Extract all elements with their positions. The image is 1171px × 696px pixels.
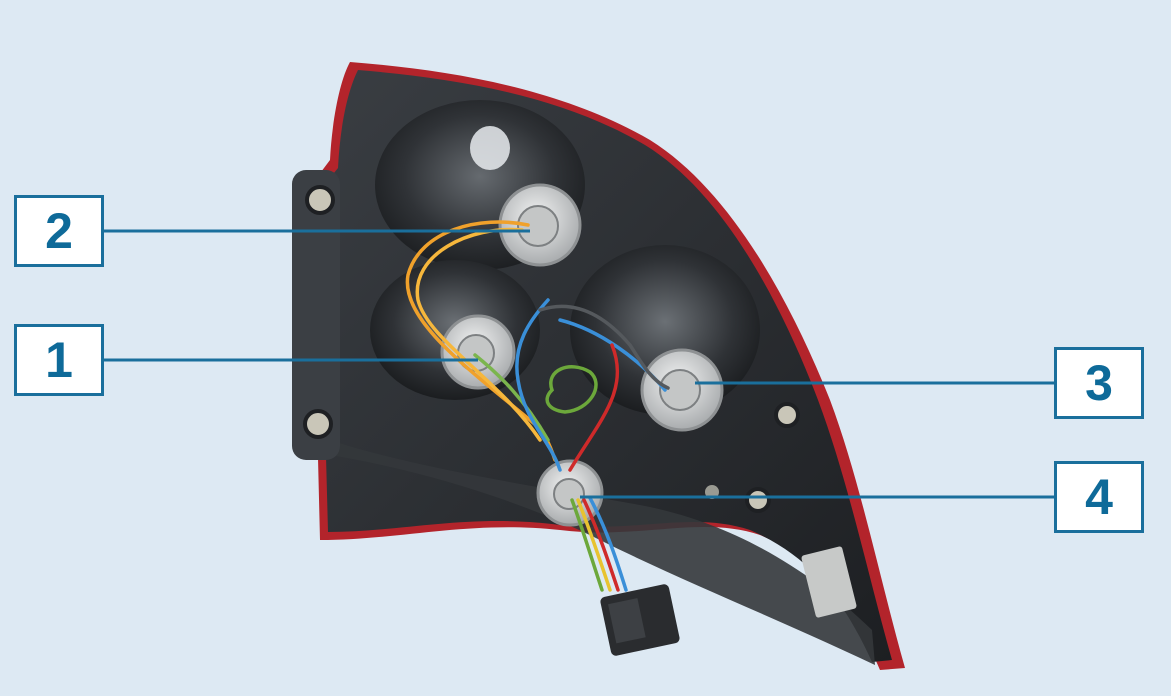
bulb-socket-2 bbox=[498, 183, 582, 267]
callout-4: 4 bbox=[1054, 461, 1144, 533]
callout-3-label: 3 bbox=[1085, 355, 1113, 411]
callout-2-label: 2 bbox=[45, 203, 73, 259]
callout-4-label: 4 bbox=[1085, 469, 1113, 525]
wiring-harness bbox=[405, 220, 670, 592]
callout-3: 3 bbox=[1054, 347, 1144, 419]
callout-1: 1 bbox=[14, 324, 104, 396]
bulb-socket-3 bbox=[640, 348, 724, 432]
leader-lines bbox=[104, 229, 1054, 499]
callout-1-label: 1 bbox=[45, 332, 73, 388]
callout-2: 2 bbox=[14, 195, 104, 267]
connector-plug bbox=[600, 584, 680, 656]
bulb-socket-4 bbox=[536, 459, 604, 527]
